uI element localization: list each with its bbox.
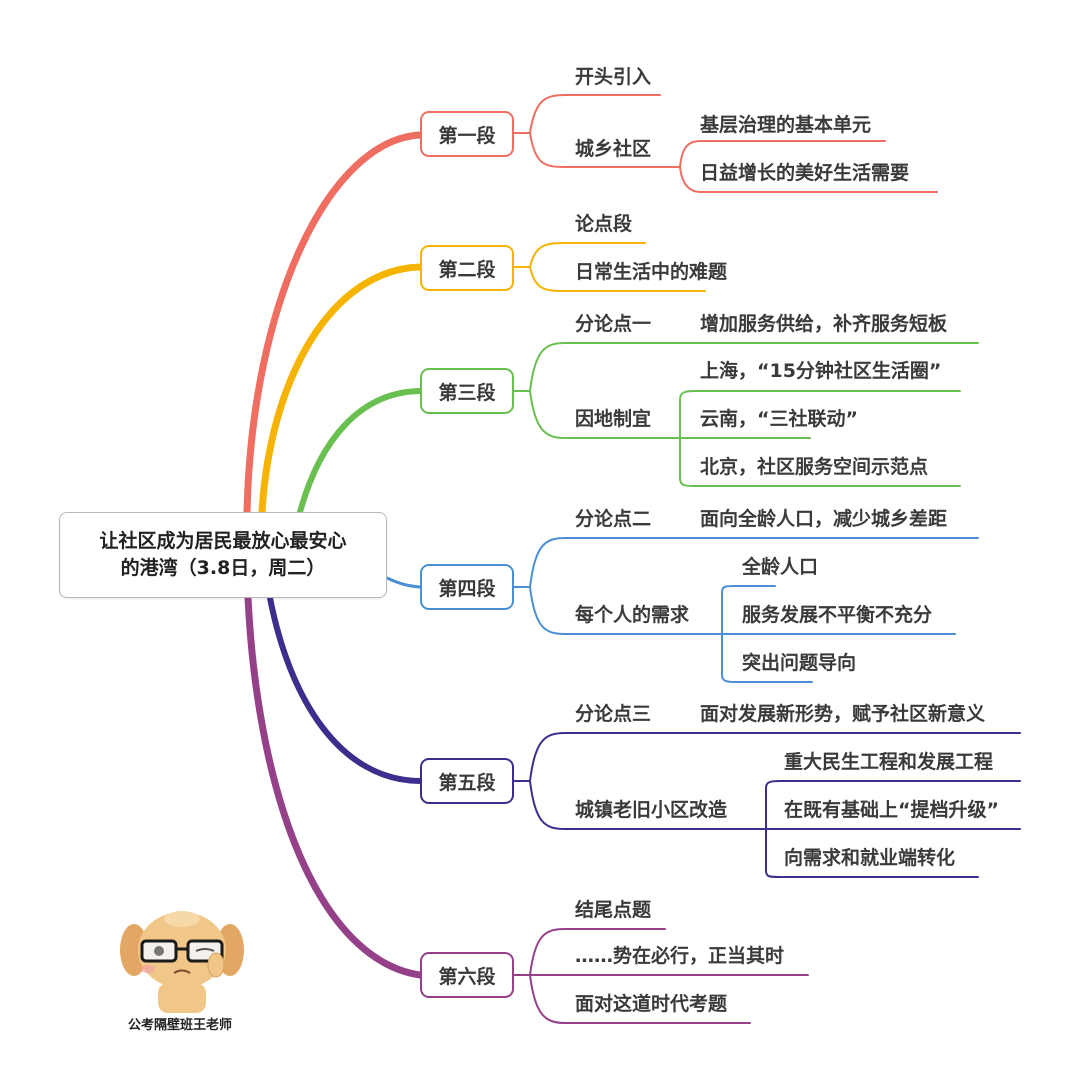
topic-node[interactable]: 开头引入 (575, 66, 652, 88)
topic-node[interactable]: 分论点二 (575, 508, 652, 530)
branch-seg3 (679, 437, 961, 487)
branch-seg3 (679, 390, 961, 439)
root-title-line1: 让社区成为居民最放心最安心 (99, 530, 347, 552)
branch-seg1 (513, 94, 661, 134)
subtopic-node[interactable]: 向需求和就业端转化 (784, 847, 956, 869)
branch-seg5 (529, 780, 1021, 830)
root-topic[interactable]: 让社区成为居民最放心最安心 的港湾（3.8日，周二） (59, 512, 387, 598)
subtopic-node[interactable]: 云南，“三社联动” (700, 408, 858, 430)
subtopic-node[interactable]: 全龄人口 (742, 556, 819, 578)
branch-seg4 (721, 585, 776, 635)
branch-seg1 (679, 140, 886, 168)
trunk-seg6 (244, 594, 424, 979)
branch-seg4 (529, 586, 956, 635)
segment-node-1[interactable]: 第一段 (420, 111, 514, 157)
segment-node-6[interactable]: 第六段 (420, 952, 514, 998)
subtopic-node[interactable]: 突出问题导向 (742, 652, 857, 674)
trunk-seg1 (243, 131, 424, 516)
branch-seg3 (513, 342, 979, 392)
topic-node[interactable]: 分论点一 (575, 313, 652, 335)
topic-node[interactable]: 面对这道时代考题 (575, 993, 728, 1015)
branch-seg3 (529, 390, 811, 439)
subtopic-node[interactable]: 服务发展不平衡不充分 (742, 604, 933, 626)
branch-seg1 (679, 166, 938, 193)
segment-node-3[interactable]: 第三段 (420, 368, 514, 414)
trunk-seg4 (385, 576, 422, 589)
subtopic-node[interactable]: 上海，“15分钟社区生活圈” (700, 360, 942, 382)
subtopic-node[interactable]: 北京，社区服务空间示范点 (700, 456, 929, 478)
topic-node[interactable]: 城乡社区 (575, 138, 652, 160)
subtopic-node[interactable]: 面对发展新形势，赋予社区新意义 (700, 703, 986, 725)
branch-seg4 (721, 633, 813, 683)
branch-seg6 (529, 974, 751, 1024)
segment-node-5[interactable]: 第五段 (420, 758, 514, 804)
topic-node[interactable]: 每个人的需求 (575, 604, 690, 626)
trunk-seg5 (267, 595, 423, 784)
topic-node[interactable]: 分论点三 (575, 703, 652, 725)
branch-seg2 (529, 266, 706, 292)
subtopic-node[interactable]: 基层治理的基本单元 (700, 114, 872, 136)
topic-node[interactable]: ……势在必行，正当其时 (575, 945, 785, 967)
segment-node-4[interactable]: 第四段 (420, 564, 514, 610)
topic-node[interactable]: 日常生活中的难题 (575, 261, 728, 283)
subtopic-node[interactable]: 面向全龄人口，减少城乡差距 (700, 508, 948, 530)
root-title-line2: 的港湾（3.8日，周二） (120, 557, 326, 579)
topic-node[interactable]: 因地制宜 (575, 408, 652, 430)
branch-seg4 (513, 537, 979, 588)
subtopic-node[interactable]: 重大民生工程和发展工程 (784, 751, 994, 773)
branch-seg6 (513, 928, 666, 976)
subtopic-node[interactable]: 日益增长的美好生活需要 (700, 162, 910, 184)
topic-node[interactable]: 论点段 (575, 213, 633, 235)
topic-node[interactable]: 城镇老旧小区改造 (575, 799, 728, 821)
topic-node[interactable]: 结尾点题 (575, 899, 652, 921)
subtopic-node[interactable]: 在既有基础上“提档升级” (784, 799, 999, 821)
trunk-seg3 (297, 388, 423, 515)
segment-node-2[interactable]: 第二段 (420, 245, 514, 291)
watermark-caption: 公考隔壁班王老师 (127, 1018, 232, 1033)
branch-seg1 (529, 132, 681, 168)
branch-seg5 (765, 828, 979, 878)
branch-seg5 (765, 780, 1021, 830)
branch-seg5 (513, 732, 1021, 782)
subtopic-node[interactable]: 增加服务供给，补齐服务短板 (700, 313, 948, 335)
trunk-seg2 (258, 263, 424, 516)
cartoon-dog-with-glasses-icon (120, 911, 244, 1013)
